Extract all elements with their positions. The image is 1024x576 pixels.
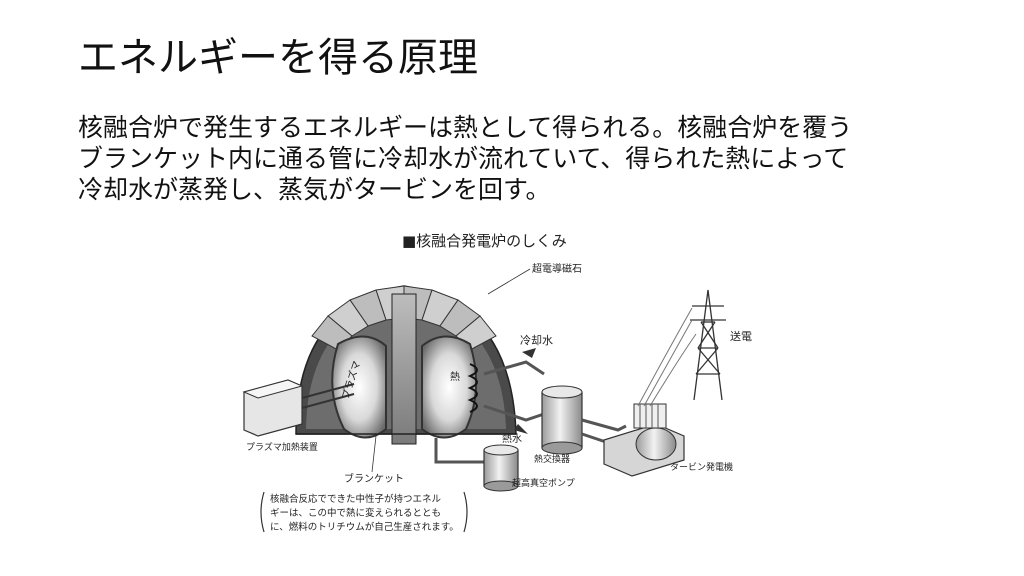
note-line: ギーは、この中で熱に変えられるととも [270, 507, 441, 519]
plasma-heating-device [242, 379, 355, 437]
slide-body: 核融合炉で発生するエネルギーは熱として得られる。核融合炉を覆う ブランケット内に… [78, 112, 978, 205]
note-line: 核融合反応でできた中性子が持つエネル [270, 493, 442, 505]
slide-title: エネルギーを得る原理 [78, 35, 478, 81]
turbine-generator [603, 403, 685, 477]
reactor-vessel [295, 285, 517, 445]
cooling-coil [467, 363, 478, 413]
vacuum-pump [483, 444, 519, 492]
heat-exchanger [541, 385, 583, 455]
fusion-reactor-illustration: ■核融合発電炉のしくみ [242, 232, 752, 533]
body-line: ブランケット内に通る管に冷却水が流れていて、得られた熱によって [78, 144, 849, 173]
label-vacuum-pump: 超高真空ポンプ [512, 477, 575, 489]
hot-water-arrow [514, 424, 528, 434]
fusion-reactor-figure: ■核融合発電炉のしくみ [226, 224, 774, 548]
note-line: に、燃料のトリチウムが自己生産されます。 [270, 521, 459, 533]
label-plasma-heating: プラズマ加熱装置 [246, 441, 318, 453]
label-hot-water: 熱水 [502, 432, 522, 445]
central-solenoid [391, 293, 417, 445]
coolant-pipes [434, 360, 545, 464]
body-line: 核融合炉で発生するエネルギーは熱として得られる。核融合炉を覆う [78, 113, 853, 142]
label-heat: 熱 [450, 370, 460, 383]
label-power-transmission: 送電 [730, 329, 752, 343]
plasma-chamber-left [331, 335, 387, 439]
plasma-chamber-right [421, 335, 478, 439]
cooling-water-arrow [522, 348, 536, 358]
transmission-tower [690, 289, 726, 401]
power-lines [637, 307, 697, 407]
blanket-note: 核融合反応でできた中性子が持つエネル ギーは、この中で熱に変えられるととも に、… [260, 491, 468, 533]
label-superconducting-magnet: 超電導磁石 [532, 262, 582, 275]
body-line: 冷却水が蒸発し、蒸気がタービンを回す。 [78, 175, 551, 204]
label-turbine-generator: タービン発電機 [670, 461, 733, 473]
label-blanket: ブランケット [344, 472, 404, 485]
label-heat-exchanger: 熱交換器 [534, 453, 570, 465]
figure-title: ■核融合発電炉のしくみ [402, 232, 567, 250]
label-cooling-water: 冷却水 [520, 334, 553, 347]
